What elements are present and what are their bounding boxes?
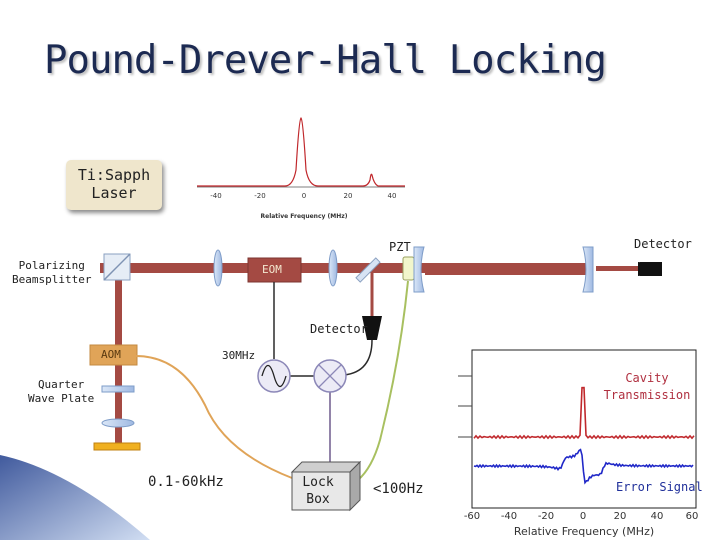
cable-detector <box>343 339 373 376</box>
quarter-wave-plate-label: Quarter Wave Plate <box>28 378 94 406</box>
cavity-mirror-output <box>582 246 594 293</box>
cable-pzt <box>357 280 409 481</box>
detector-transmission <box>638 262 662 276</box>
corner-decoration <box>0 455 150 540</box>
lock-box <box>290 460 362 512</box>
laser-source: Ti:Sapph Laser <box>66 160 162 210</box>
top-plot-xtick-1: -20 <box>254 192 265 200</box>
bottom-signal-plot <box>458 349 697 509</box>
cavity-mirror-input <box>413 246 425 293</box>
laser-label-line2: Laser <box>91 184 137 202</box>
laser-beam-main <box>100 263 590 273</box>
cavity-label-line2: Transmission <box>603 388 691 402</box>
top-plot-trace <box>197 117 405 187</box>
polarizing-beamsplitter <box>103 253 131 281</box>
cavity-label-line1: Cavity <box>625 371 669 385</box>
error-signal-label: Error Signal <box>616 480 703 494</box>
aom-box <box>89 344 138 366</box>
bottom-plot-xtick-2: -20 <box>538 511 554 522</box>
top-plot-xlabel: Relative Frequency (MHz) <box>261 213 348 220</box>
polarizing-label-line1: Polarizing <box>18 259 85 272</box>
pzt-label: PZT <box>389 240 411 254</box>
bottom-plot-xtick-3: 0 <box>580 511 586 522</box>
end-mirror <box>93 442 141 451</box>
top-plot-xtick-0: -40 <box>210 192 221 200</box>
eom-box <box>247 257 302 283</box>
bottom-plot-xtick-6: 60 <box>686 511 699 522</box>
detector-top-label: Detector <box>634 237 692 251</box>
lockbox-label-line2: Box <box>306 492 330 507</box>
bottom-plot-xtick-0: -60 <box>464 511 480 522</box>
quarter-wave-plate <box>101 385 135 393</box>
lock-box-label: Lock Box <box>300 474 336 508</box>
bottom-plot-xlabel: Relative Frequency (MHz) <box>514 525 654 538</box>
lens-1 <box>213 249 223 287</box>
top-plot-xtick-4: 40 <box>388 192 397 200</box>
detector-reflection <box>362 316 382 340</box>
error-signal-trace <box>473 448 694 485</box>
lock-frequency-label: <100Hz <box>373 481 424 497</box>
lockbox-label-line1: Lock <box>302 475 334 490</box>
freq-30mhz-label: 30MHz <box>222 349 256 362</box>
bottom-plot-xtick-1: -40 <box>501 511 517 522</box>
quarter-label-line1: Quarter <box>37 378 85 391</box>
pickoff-beamsplitter <box>355 257 381 283</box>
lens-2 <box>328 249 338 287</box>
aom-frequency-label: 0.1-60kHz <box>148 474 224 490</box>
top-spectrum-plot <box>197 117 405 188</box>
top-plot-xtick-3: 20 <box>344 192 353 200</box>
cable-aom <box>135 355 293 479</box>
top-plot-xtick-2: 0 <box>302 192 306 200</box>
laser-beam-cavity <box>425 263 593 275</box>
lens-3 <box>101 418 135 428</box>
aom-label: AOM <box>101 348 121 361</box>
laser-label-line1: Ti:Sapph <box>77 166 151 184</box>
detector-mid-label: Detector <box>310 322 368 336</box>
cavity-transmission-trace <box>473 386 695 440</box>
cavity-transmission-label: Cavity Transmission <box>598 370 696 404</box>
oscillator-icon <box>257 359 291 393</box>
polarizing-label-line2: Beamsplitter <box>12 273 92 286</box>
bottom-plot-frame <box>471 349 697 509</box>
mixer-icon <box>313 359 347 393</box>
bottom-plot-xtick-4: 20 <box>614 511 627 522</box>
page-title: Pound-Drever-Hall Locking <box>44 38 607 83</box>
quarter-label-line2: Wave Plate <box>28 392 95 405</box>
pzt-actuator <box>402 256 415 281</box>
laser-beam-transmitted <box>596 266 640 271</box>
polarizing-beamsplitter-label: Polarizing Beamsplitter <box>12 259 91 287</box>
bottom-plot-xtick-5: 40 <box>651 511 664 522</box>
eom-label: EOM <box>262 263 282 276</box>
